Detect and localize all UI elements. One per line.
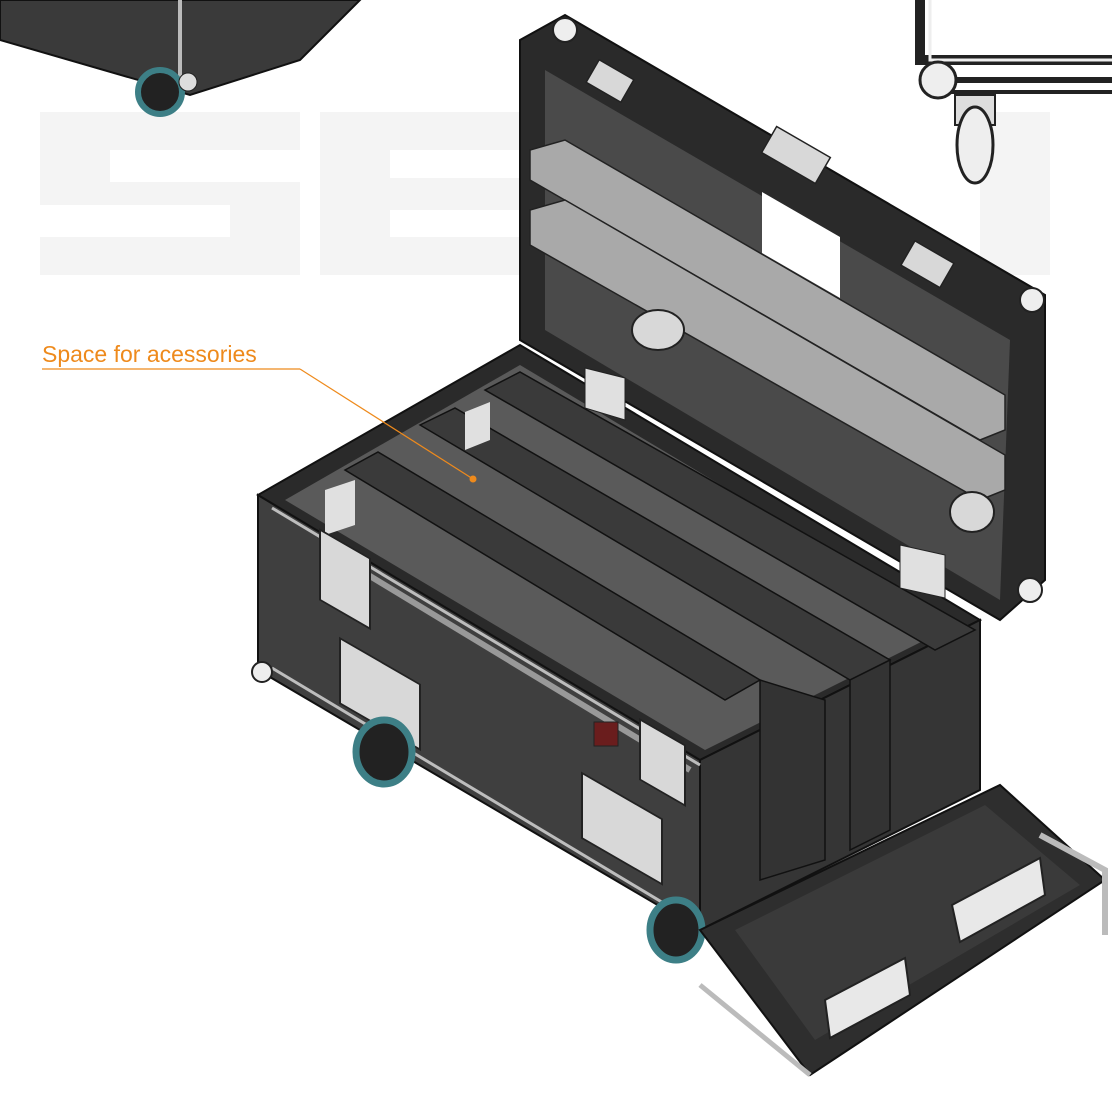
- callout-leader: [42, 368, 477, 483]
- background-frame-right: [915, 0, 1112, 185]
- case-lid: [519, 13, 1046, 622]
- callout-dot: [469, 475, 477, 483]
- case-front-door: [698, 783, 1108, 1077]
- case-wheels: [352, 716, 706, 964]
- background-case-left: [0, 0, 362, 117]
- case-body: [251, 343, 983, 932]
- callout-label: Space for acessories: [42, 341, 257, 367]
